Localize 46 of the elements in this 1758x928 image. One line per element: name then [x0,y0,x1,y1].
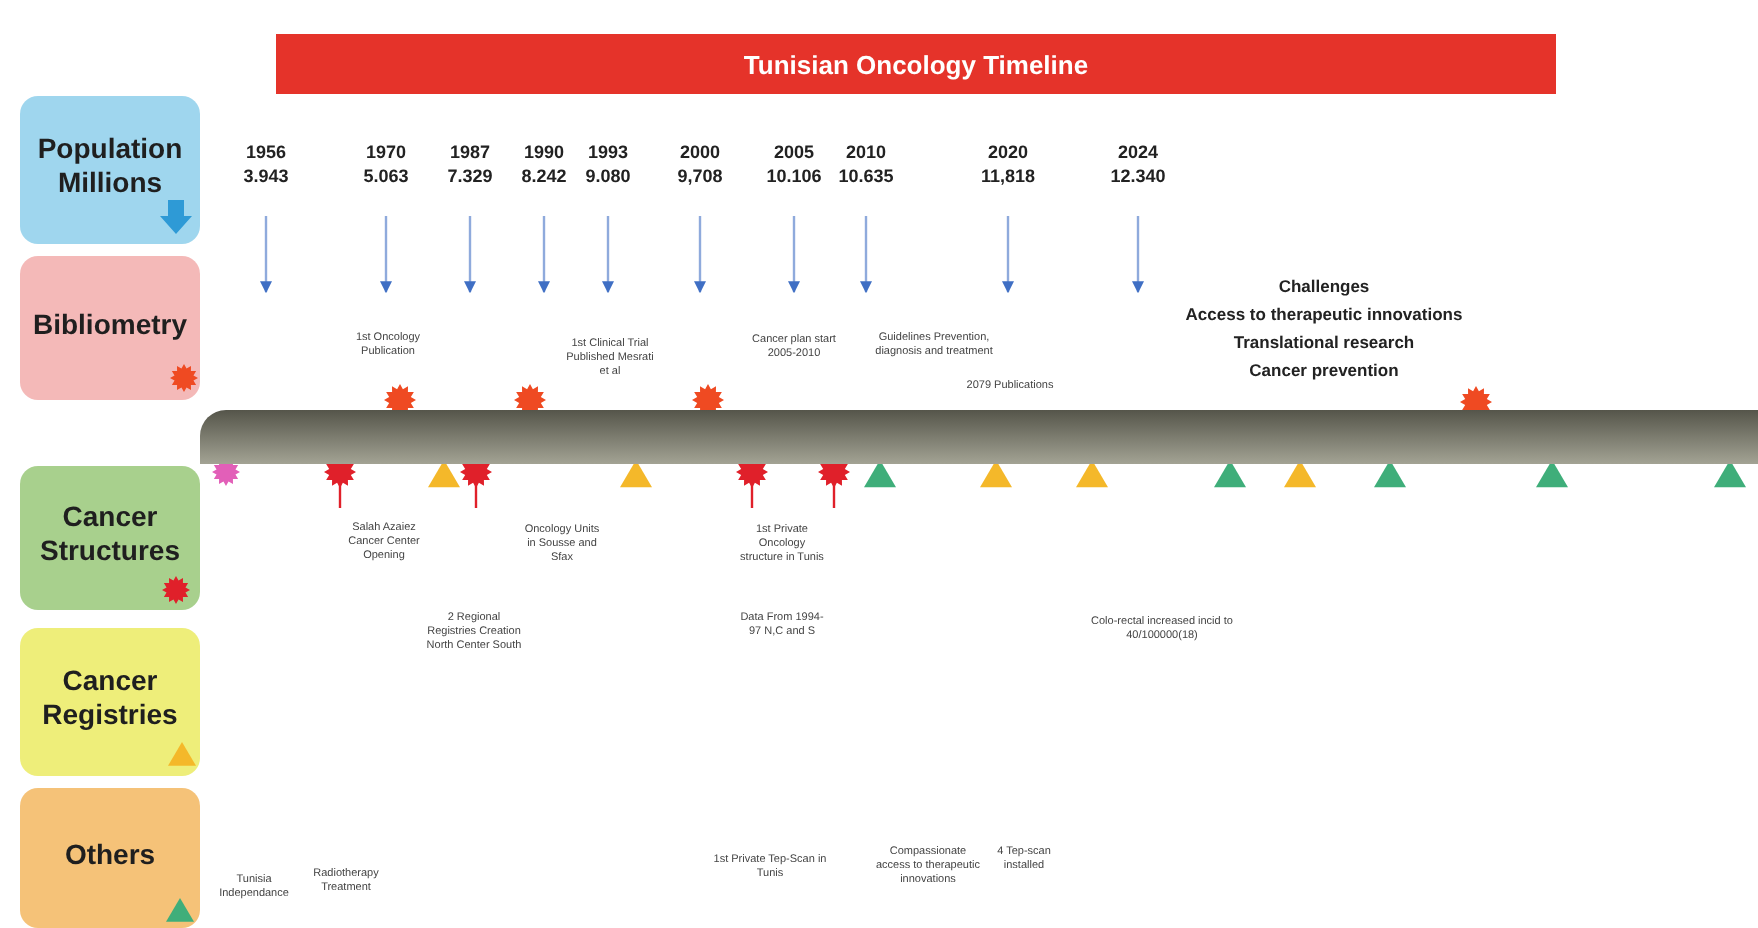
arrow [1002,216,1014,294]
arrow [538,216,550,294]
population-value: 10.635 [838,166,894,190]
year: 2000 [679,142,721,166]
population-value: 5.063 [363,166,409,190]
arrow [260,216,272,294]
title-banner: Tunisian Oncology Timeline [276,34,1556,94]
category-box [20,788,200,928]
year: 2020 [987,142,1029,166]
year: 2005 [773,142,815,166]
category-box [20,96,200,244]
challenge-text: Cancer prevention [1247,360,1401,382]
population-value: 9.080 [585,166,631,190]
year: 2010 [845,142,887,166]
population-value: 11,818 [980,166,1036,190]
challenge-text: Translational research [1231,332,1417,354]
arrow [694,216,706,294]
arrow [860,216,872,294]
arrow [788,216,800,294]
category-box [20,466,200,610]
category-label: Bibliometry [32,307,187,341]
category-label: Others [64,837,156,871]
timeline-band [200,410,1758,464]
population-value: 7.329 [447,166,493,190]
category-label: Population Millions [35,132,185,200]
year: 1970 [365,142,407,166]
population-value: 12.340 [1110,166,1166,190]
arrow [380,216,392,294]
arrow [464,216,476,294]
population-value: 10.106 [766,166,822,190]
population-value: 9,708 [677,166,723,190]
challenge-text: Challenges [1276,276,1372,298]
category-label: Cancer Structures [37,500,183,568]
population-value: 3.943 [243,166,289,190]
year: 1956 [245,142,287,166]
year: 1990 [523,142,565,166]
year: 2024 [1117,142,1159,166]
category-box [20,628,200,776]
category-box [20,256,200,400]
arrow [602,216,614,294]
challenge-text: Access to therapeutic innovations [1183,304,1465,326]
arrow [1132,216,1144,294]
year: 1993 [587,142,629,166]
year: 1987 [449,142,491,166]
population-value: 8.242 [521,166,567,190]
category-label: Cancer Registries [40,664,180,732]
